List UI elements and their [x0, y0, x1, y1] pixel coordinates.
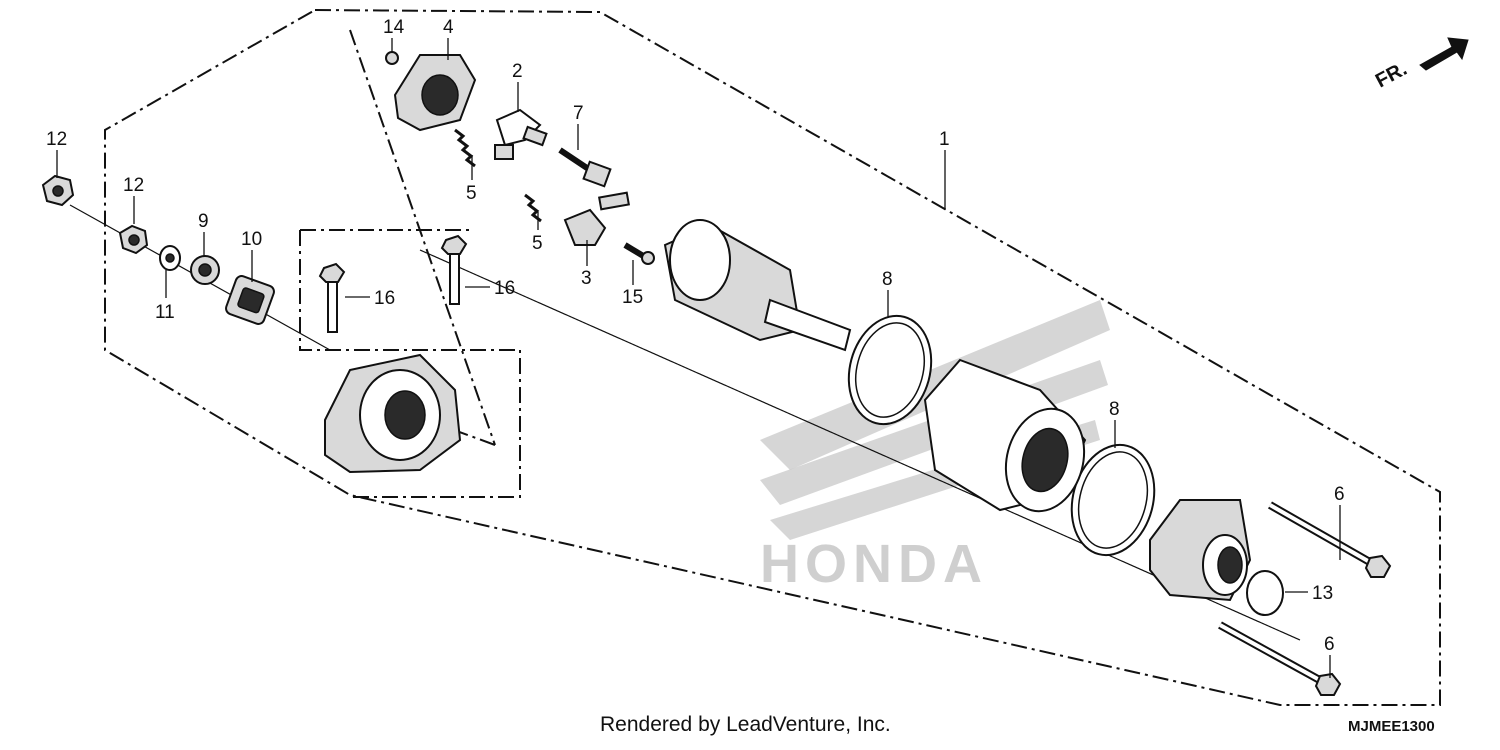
bolt-part-16-right — [440, 234, 468, 305]
nut-part-12-outer — [41, 174, 75, 207]
bolt-part-16-left — [318, 262, 346, 333]
motor-yoke — [923, 358, 1087, 513]
collar-part-9 — [190, 255, 220, 285]
callout-leaders — [56, 38, 1341, 678]
callout-5-upper: 5 — [466, 183, 477, 204]
callout-12-inner: 12 — [123, 175, 144, 196]
callout-11: 11 — [155, 302, 175, 323]
screw-part-7 — [558, 147, 612, 188]
callout-12-outer: 12 — [46, 129, 67, 150]
callout-16-right: 16 — [494, 278, 515, 299]
spring-part-5-lower — [524, 193, 542, 223]
assembly-outline — [104, 8, 1441, 706]
watermark-text: HONDA — [760, 534, 988, 594]
armature — [663, 219, 852, 352]
o-ring-part-8-right — [1070, 443, 1156, 557]
rear-cover — [1149, 499, 1252, 602]
callout-10: 10 — [241, 229, 262, 250]
diagram-code: MJMEE1300 — [1348, 718, 1435, 735]
direction-label: FR. — [1372, 58, 1411, 93]
front-direction-indicator: FR. — [1372, 37, 1469, 93]
footer-credit: Rendered by LeadVenture, Inc. — [600, 713, 891, 736]
callout-8-left: 8 — [882, 269, 893, 290]
callout-1: 1 — [939, 129, 950, 150]
callout-9: 9 — [198, 211, 209, 232]
nut-part-14 — [385, 51, 399, 65]
callout-5-lower: 5 — [532, 233, 543, 254]
callout-13: 13 — [1312, 583, 1333, 604]
brush-part-2 — [494, 108, 548, 160]
o-ring-part-8-left — [847, 314, 933, 426]
o-ring-part-13 — [1246, 570, 1284, 616]
long-bolt-part-6-lower — [1218, 621, 1342, 696]
brush-part-3 — [563, 191, 630, 246]
insulator-part-10 — [225, 275, 275, 325]
callout-14: 14 — [383, 17, 405, 38]
long-bolt-part-6-upper — [1268, 501, 1392, 578]
callout-16-left: 16 — [374, 288, 395, 309]
callout-3: 3 — [581, 268, 592, 289]
callout-7: 7 — [573, 103, 584, 124]
front-cover-housing — [324, 353, 462, 474]
brush-holder-part-4 — [393, 54, 477, 132]
washer-part-11 — [159, 245, 181, 271]
spring-part-5-upper — [454, 128, 476, 168]
arrow-icon — [1419, 37, 1469, 71]
callout-15: 15 — [622, 287, 643, 308]
callout-labels: 14 4 2 7 5 5 3 15 1 8 8 12 12 9 10 11 16… — [46, 17, 1345, 655]
callout-4: 4 — [443, 17, 454, 38]
callout-2: 2 — [512, 61, 523, 82]
nut-part-12-inner — [118, 224, 149, 255]
callout-8-right: 8 — [1109, 399, 1120, 420]
screw-part-15 — [623, 242, 655, 265]
callout-6-lower: 6 — [1324, 634, 1335, 655]
callout-6-upper: 6 — [1334, 484, 1345, 505]
